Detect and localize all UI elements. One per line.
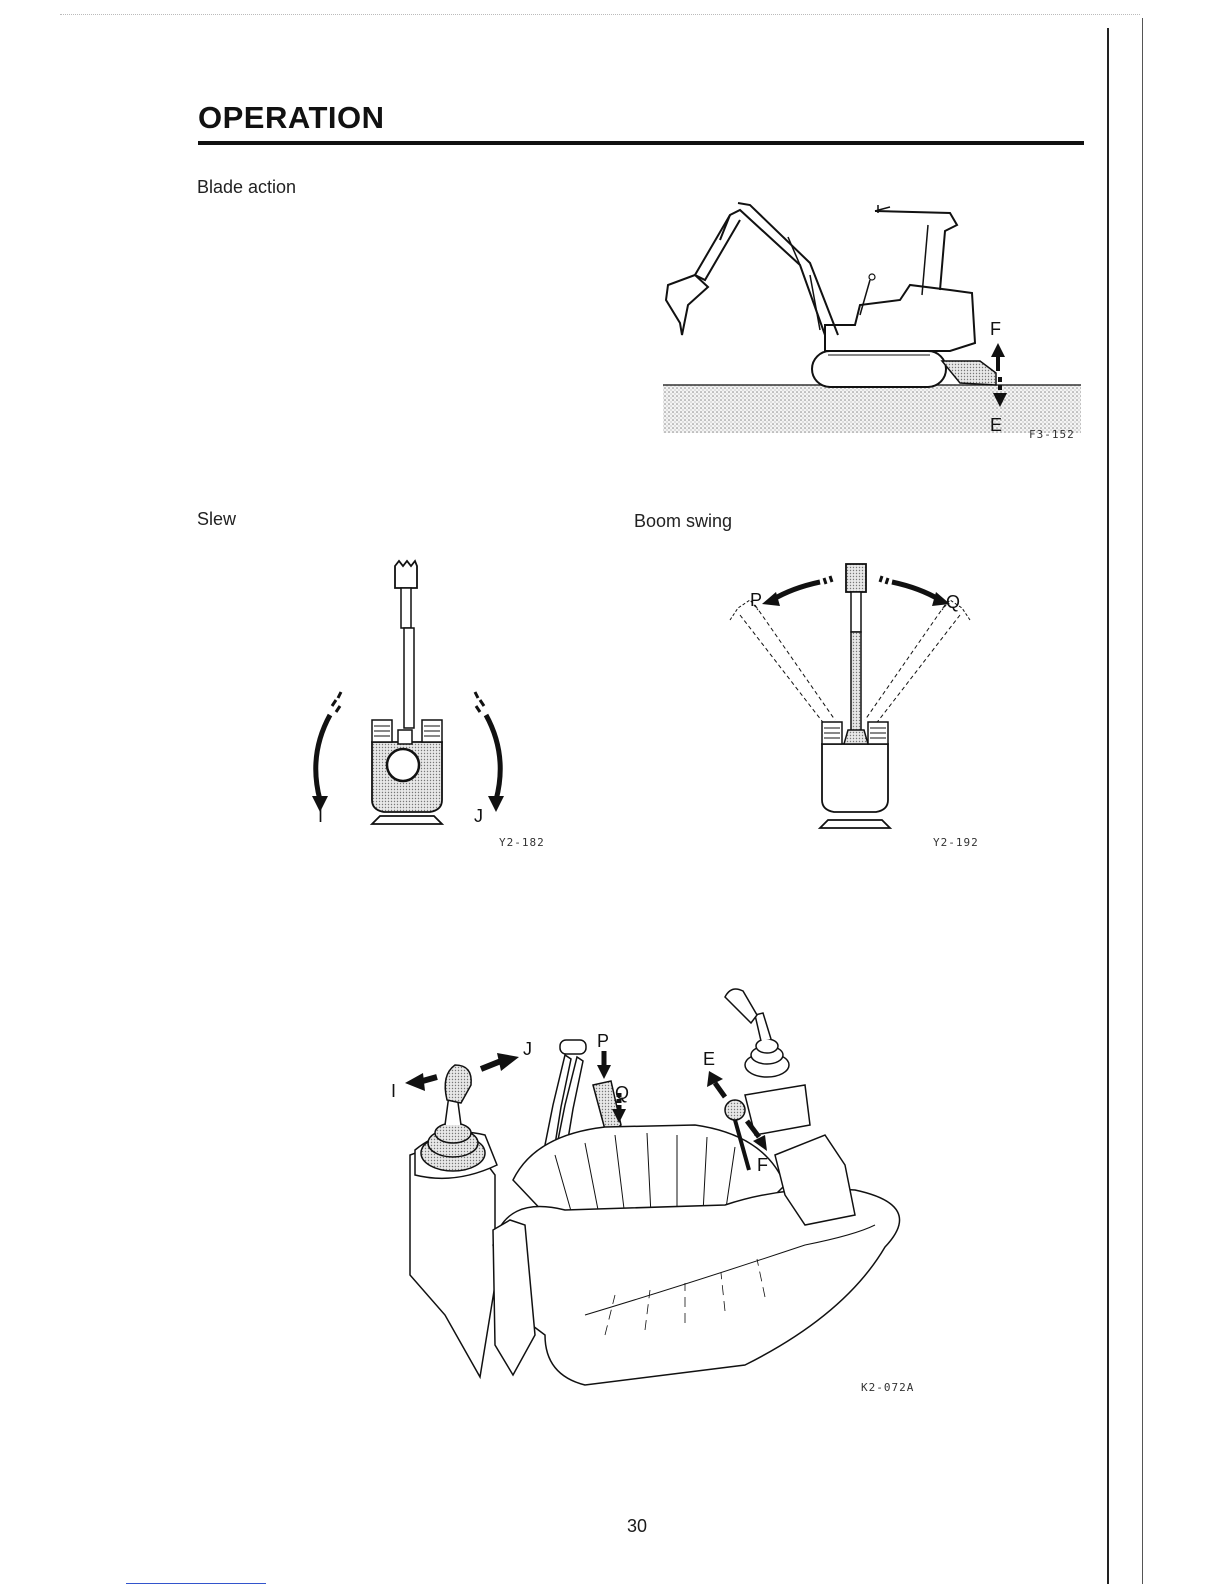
controls-label-q: Q: [615, 1083, 629, 1103]
blade-label-e: E: [990, 415, 1002, 435]
boom-swing-heading: Boom swing: [634, 511, 732, 532]
right-edge-line: [1142, 18, 1143, 1584]
controls-label-j: J: [523, 1039, 532, 1059]
slew-heading: Slew: [197, 509, 236, 530]
slew-figure-code: Y2-182: [499, 836, 545, 849]
page-title: OPERATION: [198, 100, 385, 136]
controls-label-e: E: [703, 1049, 715, 1069]
boom-swing-figure-code: Y2-192: [933, 836, 979, 849]
boom-label-p: P: [750, 590, 762, 610]
title-rule: [198, 141, 1084, 145]
blade-label-f: F: [990, 319, 1001, 339]
controls-label-i: I: [391, 1081, 396, 1101]
slew-illustration: I J: [300, 560, 530, 830]
slew-label-j: J: [474, 806, 483, 826]
slew-label-i: I: [318, 806, 323, 826]
boom-label-q: Q: [946, 592, 960, 612]
blade-action-illustration: F E: [660, 195, 1085, 445]
blade-action-figure-code: F3-152: [1029, 428, 1075, 441]
page-number: 30: [600, 1516, 674, 1537]
top-scan-line: [60, 14, 1140, 15]
right-binding-line: [1107, 28, 1109, 1584]
controls-label-f: F: [757, 1155, 768, 1175]
operator-controls-illustration: I J P Q E F: [385, 985, 925, 1385]
boom-swing-illustration: P Q: [720, 560, 1000, 835]
controls-figure-code: K2-072A: [861, 1381, 914, 1394]
controls-label-p: P: [597, 1031, 609, 1051]
blade-action-heading: Blade action: [197, 177, 296, 198]
